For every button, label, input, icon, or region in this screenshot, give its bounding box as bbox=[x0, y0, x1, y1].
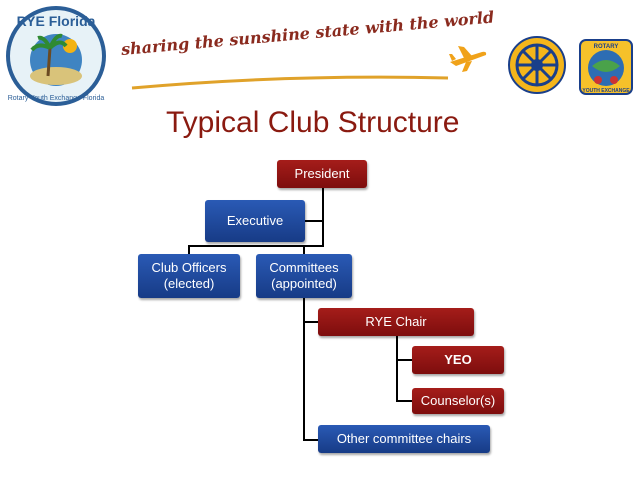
yeo-box: YEO bbox=[412, 346, 504, 374]
tagline-swoosh bbox=[131, 75, 449, 90]
svg-text:YOUTH EXCHANGE: YOUTH EXCHANGE bbox=[582, 88, 630, 94]
connector-rye-down bbox=[396, 336, 398, 402]
svg-text:Rotary Youth Exchange Florida: Rotary Youth Exchange Florida bbox=[8, 95, 105, 102]
club-officers-sub: (elected) bbox=[163, 276, 215, 291]
connector-committees bbox=[303, 245, 305, 255]
connector-president-down bbox=[322, 188, 324, 246]
president-label: President bbox=[294, 165, 350, 181]
counselor-box: Counselor(s) bbox=[412, 388, 504, 414]
tagline: sharing the sunshine state with the worl… bbox=[120, 7, 495, 60]
executive-label: Executive bbox=[226, 212, 284, 228]
connector-executive bbox=[305, 220, 323, 222]
airplane-icon bbox=[449, 46, 487, 72]
svg-text:ROTARY: ROTARY bbox=[594, 44, 619, 50]
connector-rye-chair bbox=[303, 321, 319, 323]
connector-other-chairs bbox=[303, 439, 319, 441]
page-title: Typical Club Structure bbox=[166, 106, 460, 139]
connector-officers bbox=[188, 245, 190, 255]
connector-level2-bar bbox=[188, 245, 324, 247]
connector-yeo bbox=[396, 359, 413, 361]
committees-sub: (appointed) bbox=[271, 276, 337, 291]
rotary-youth-exchange-logo: ROTARY YOUTH EXCHANGE bbox=[579, 39, 633, 95]
rye-chair-box: RYE Chair bbox=[318, 308, 474, 336]
svg-text:RYE Florida: RYE Florida bbox=[17, 13, 96, 29]
executive-box: Executive bbox=[205, 200, 305, 242]
rye-chair-label: RYE Chair bbox=[365, 313, 427, 329]
committees-box: Committees (appointed) bbox=[256, 254, 352, 298]
counselor-label: Counselor(s) bbox=[420, 392, 496, 408]
club-officers-box: Club Officers (elected) bbox=[138, 254, 240, 298]
other-committee-chairs-label: Other committee chairs bbox=[336, 430, 472, 446]
connector-committees-down bbox=[303, 298, 305, 440]
club-officers-label: Club Officers bbox=[151, 259, 227, 275]
other-committee-chairs-box: Other committee chairs bbox=[318, 425, 490, 453]
rotary-wheel-logo bbox=[508, 36, 566, 94]
committees-label: Committees bbox=[269, 259, 339, 275]
president-box: President bbox=[277, 160, 367, 188]
yeo-label: YEO bbox=[444, 351, 472, 367]
connector-counselor bbox=[396, 400, 413, 402]
rye-florida-logo: RYE Florida Rotary Youth Exchange Florid… bbox=[6, 6, 106, 106]
